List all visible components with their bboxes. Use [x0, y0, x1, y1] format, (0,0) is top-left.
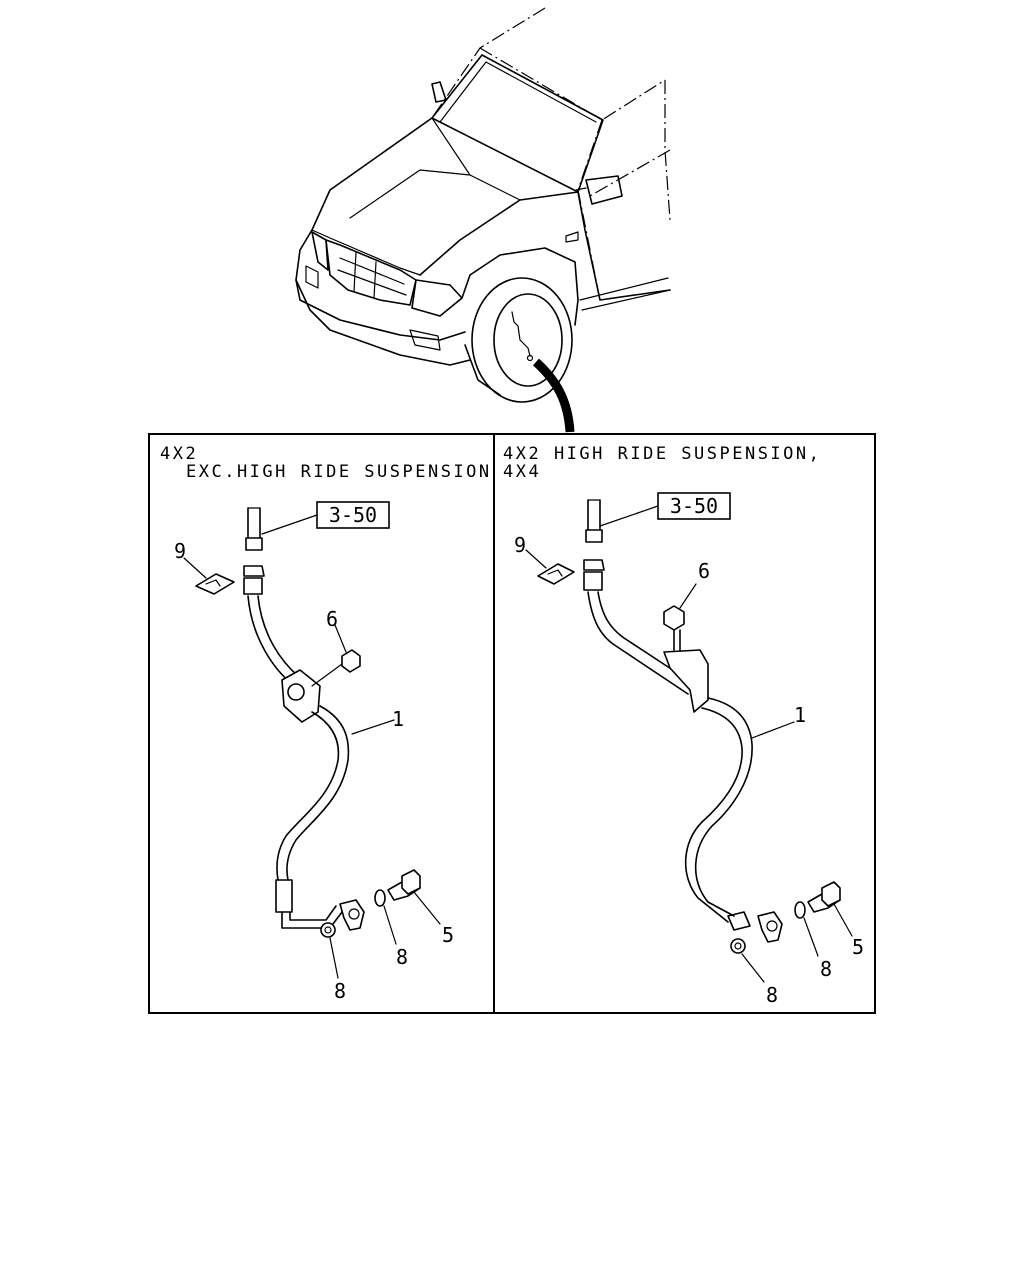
vehicle-illustration [295, 7, 671, 433]
panel-left: 4X2 EXC.HIGH RIDE SUSPENSION 3-50 [160, 444, 492, 1003]
callout-1: 1 [794, 703, 806, 727]
callout-8: 8 [396, 945, 408, 969]
callout-8: 8 [334, 979, 346, 1003]
callout-9: 9 [174, 539, 186, 563]
ref-box-right-label: 3-50 [670, 494, 718, 518]
panel-right: 4X2 HIGH RIDE SUSPENSION, 4X4 3-50 [503, 444, 864, 1007]
callout-5: 5 [442, 923, 454, 947]
callout-5: 5 [852, 935, 864, 959]
callout-9: 9 [514, 533, 526, 557]
callout-1: 1 [392, 707, 404, 731]
panel-right-header-line2: 4X4 [503, 462, 541, 482]
ref-box-left-label: 3-50 [329, 503, 377, 527]
ref-box-left[interactable] [316, 501, 390, 529]
panel-left-header-line1: 4X2 [160, 444, 198, 464]
panel-left-header-line2: EXC.HIGH RIDE SUSPENSION [186, 462, 492, 482]
callout-6: 6 [326, 607, 338, 631]
diagram-frame [148, 433, 876, 1014]
callout-8: 8 [766, 983, 778, 1007]
callout-6: 6 [698, 559, 710, 583]
callout-8: 8 [820, 957, 832, 981]
panel-right-header-line1: 4X2 HIGH RIDE SUSPENSION, [503, 444, 821, 464]
